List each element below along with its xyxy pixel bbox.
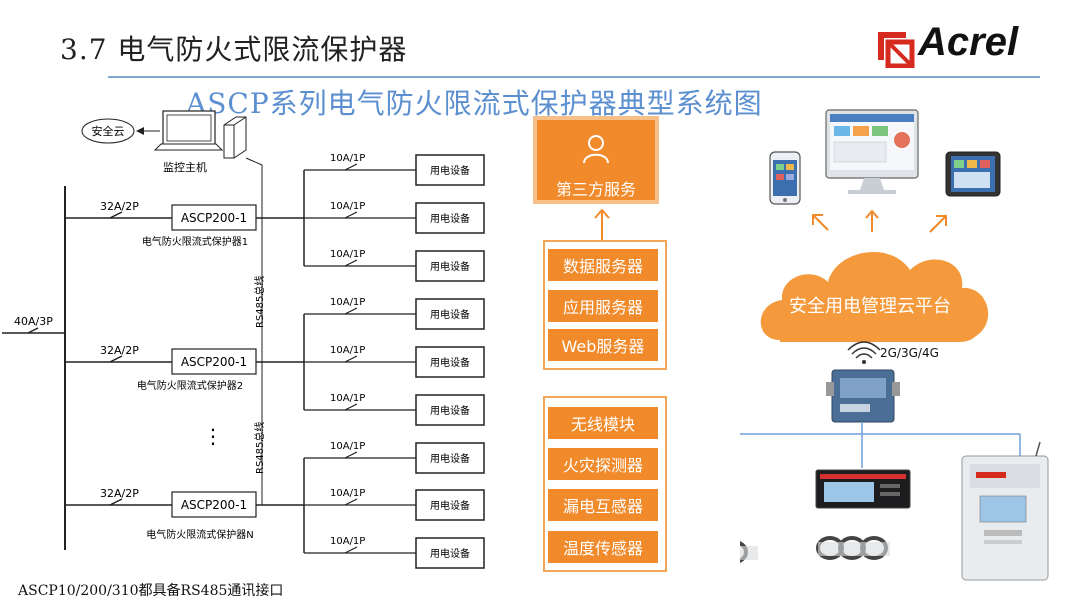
protector-name-label: 电气防火限流式保护器1: [142, 235, 248, 248]
protector-model-label: ASCP200-1: [181, 355, 247, 369]
device-breaker-label: 10A/1P: [330, 393, 365, 404]
device-breaker-label: 10A/1P: [330, 345, 365, 356]
web-server-box: Web服务器: [548, 329, 658, 361]
monitor-host-icon: [153, 110, 247, 159]
equipment-label: 用电设备: [430, 499, 470, 512]
arrow-up-right-icon: [929, 215, 947, 233]
main-breaker-label: 40A/3P: [14, 315, 53, 328]
data-server-box: 数据服务器: [548, 249, 658, 281]
device-breaker-label: 10A/1P: [330, 441, 365, 452]
protector-model-label: ASCP200-1: [181, 498, 247, 512]
equipment-label: 用电设备: [430, 164, 470, 177]
tablet-icon: [945, 151, 1001, 197]
user-icon: [583, 135, 609, 164]
page-title: 3.7 电气防火式限流保护器: [60, 33, 408, 66]
title-divider: [108, 76, 1040, 78]
temperature-sensor-box: 温度传感器: [548, 531, 658, 563]
protector-group-n: 32A/2P ASCP200-1 电气防火限流式保护器N 10A/1P 用电设备…: [65, 441, 485, 569]
monitor-host-label: 监控主机: [163, 160, 207, 174]
protector-cabinet-icon: [961, 441, 1049, 581]
equipment-label: 用电设备: [430, 308, 470, 321]
cloud-shape: [760, 252, 989, 342]
wiring-diagram: 安全云 监控主机 40A/3P RS485总线 RS485总线 32A/2P: [2, 110, 485, 569]
rs485-bus-label-1: RS485总线: [253, 276, 266, 328]
wifi-icon: [847, 341, 881, 364]
arrow-up-icon: [594, 208, 610, 241]
diagram-title: ASCP系列电气防火限流式保护器典型系统图: [186, 87, 763, 120]
safety-cloud: 安全云: [81, 118, 135, 144]
protector-group-2: 32A/2P ASCP200-1 电气防火限流式保护器2 10A/1P 用电设备…: [65, 297, 485, 426]
fire-detector-box: 火灾探测器: [548, 448, 658, 480]
cloud-platform-label: 安全用电管理云平台: [789, 296, 951, 317]
arrow-up-left-icon: [812, 214, 829, 231]
branch-breaker-label: 32A/2P: [100, 344, 139, 357]
meter-device-icon: [740, 541, 758, 563]
device-breaker-label: 10A/1P: [330, 536, 365, 547]
protector-name-label: 电气防火限流式保护器N: [146, 528, 253, 541]
controller-device-icon: [815, 469, 911, 560]
ellipsis: ⋮: [203, 424, 223, 448]
arrow-up-icon: [865, 209, 879, 232]
protector-name-label: 电气防火限流式保护器2: [137, 379, 243, 392]
branch-breaker-label: 32A/2P: [100, 200, 139, 213]
acrel-logo: [876, 20, 1046, 70]
branch-breaker-label: 32A/2P: [100, 487, 139, 500]
smartphone-icon: [769, 151, 801, 205]
footer-note: ASCP10/200/310都具备RS485通讯接口: [18, 583, 284, 599]
equipment-label: 用电设备: [430, 547, 470, 560]
logo-mark-icon: [878, 32, 915, 68]
equipment-label: 用电设备: [430, 212, 470, 225]
third-party-service-box: 第三方服务: [533, 116, 659, 204]
app-server-box: 应用服务器: [548, 290, 658, 322]
equipment-label: 用电设备: [430, 356, 470, 369]
protector-model-label: ASCP200-1: [181, 211, 247, 225]
protector-group-1: 32A/2P ASCP200-1 电气防火限流式保护器1 10A/1P 用电设备…: [65, 153, 485, 282]
device-breaker-label: 10A/1P: [330, 249, 365, 260]
device-breaker-label: 10A/1P: [330, 201, 365, 212]
wireless-module-box: 无线模块: [548, 407, 658, 439]
leakage-transformer-box: 漏电互感器: [548, 489, 658, 521]
logo-text: Acrel: [918, 20, 1019, 64]
equipment-label: 用电设备: [430, 260, 470, 273]
network-label: 2G/3G/4G: [880, 346, 939, 360]
gateway-module-icon: [826, 369, 900, 423]
safety-cloud-label: 安全云: [92, 124, 125, 138]
device-breaker-label: 10A/1P: [330, 153, 365, 164]
equipment-label: 用电设备: [430, 404, 470, 417]
rs485-bus-label-2: RS485总线: [253, 422, 266, 474]
cloud-platform-diagram: [740, 109, 1049, 581]
equipment-label: 用电设备: [430, 452, 470, 465]
device-breaker-label: 10A/1P: [330, 297, 365, 308]
third-party-service-label: 第三方服务: [555, 180, 636, 199]
desktop-monitor-icon: [825, 109, 919, 194]
device-breaker-label: 10A/1P: [330, 488, 365, 499]
